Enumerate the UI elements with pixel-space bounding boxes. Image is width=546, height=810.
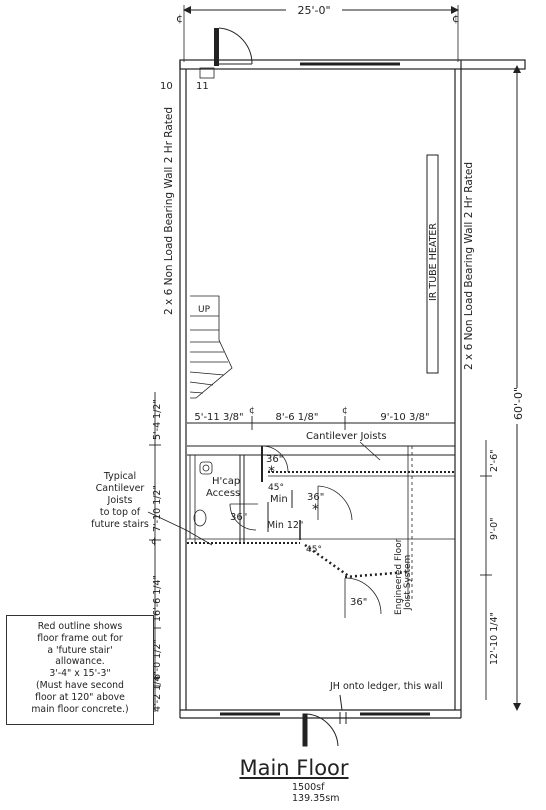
note-line: allowance.	[55, 656, 105, 668]
cantilever-label: Cantilever Joists	[306, 431, 387, 442]
cl-mark: ¢	[452, 12, 459, 25]
svg-text:8'-6 1/8": 8'-6 1/8"	[276, 412, 319, 423]
svg-text:Cantilever: Cantilever	[96, 483, 145, 494]
diagonal-partition	[304, 543, 409, 579]
min-label: Min	[270, 494, 288, 505]
door-size: 36"	[350, 597, 367, 608]
asterisk: *	[268, 464, 275, 480]
note-line: (Must have second	[36, 679, 124, 691]
hcap-room	[193, 445, 353, 540]
exterior-walls	[179, 59, 526, 719]
left-wall-label: 2 x 6 Non Load Bearing Wall 2 Hr Rated	[163, 107, 175, 315]
grid-mark-11: 11	[196, 81, 209, 92]
door-size: 36"	[266, 454, 283, 465]
right-wall-label: 2 x 6 Non Load Bearing Wall 2 Hr Rated	[463, 162, 475, 370]
left-dim: 6'-0 1/2"	[152, 639, 163, 680]
note-line: floor at 120" above	[35, 691, 125, 703]
top-dimension: 25'-0" ¢ ¢	[176, 3, 459, 62]
svg-text:IR TUBE HEATER: IR TUBE HEATER	[428, 223, 439, 301]
svg-text:to top of: to top of	[100, 507, 141, 518]
area-sf: 1500sf	[292, 782, 325, 793]
note-line: a 'future stair'	[47, 644, 113, 656]
note-line: main floor concrete.)	[31, 703, 129, 715]
asterisk: *	[312, 502, 319, 518]
typical-cantilever-callout: Typical Cantilever Joists to top of futu…	[91, 471, 213, 546]
overall-width-label: 25'-0"	[297, 4, 330, 17]
hcap-label: Access	[206, 488, 240, 499]
panel-box	[199, 67, 215, 79]
min-12-label: Min 12"	[267, 520, 303, 531]
svg-text:Joists: Joists	[107, 495, 133, 506]
right-dim: 9'-0"	[489, 518, 500, 541]
svg-text:¢: ¢	[151, 537, 157, 547]
entry-door-top	[214, 27, 253, 66]
engineered-floor-label: Engineered Floor	[394, 538, 404, 615]
drawing-title: Main Floor	[239, 756, 349, 780]
note-box: Red outline shows floor frame out for a …	[6, 615, 154, 725]
left-dim: 16'-6 1/4"	[152, 575, 163, 622]
svg-text:Typical: Typical	[103, 471, 136, 482]
note-line: Red outline shows	[37, 621, 123, 632]
left-dim: 5'-4 1/2"	[152, 399, 163, 440]
door-size: 36"	[307, 492, 324, 503]
engineered-floor-label: Joist System	[403, 555, 413, 611]
svg-text:future stairs: future stairs	[91, 519, 149, 530]
hcap-label: H'cap	[212, 476, 240, 487]
cantilever-joists	[187, 441, 455, 600]
right-dimensions	[480, 440, 492, 700]
horizontal-dimensions: 5'-11 3/8" 8'-6 1/8" 9'-10 3/8" ¢ ¢	[187, 406, 455, 430]
lower-door	[344, 577, 382, 618]
svg-text:9'-10 3/8": 9'-10 3/8"	[380, 412, 429, 423]
entry-door-bottom	[220, 694, 430, 747]
note-line: floor frame out for	[37, 632, 123, 644]
angle-45: 45°	[306, 545, 322, 555]
door-size: 36"	[230, 512, 247, 523]
area-label: 1500sf 139.35sm	[292, 782, 339, 804]
svg-text:¢: ¢	[249, 406, 255, 416]
ledger-label: JH onto ledger, this wall	[329, 681, 443, 692]
right-dim: 2'-6"	[489, 450, 500, 473]
area-sm: 139.35sm	[292, 793, 340, 804]
svg-text:5'-11 3/8": 5'-11 3/8"	[194, 412, 243, 423]
ir-tube-heater: IR TUBE HEATER	[426, 154, 439, 374]
right-dim: 12'-10 1/4"	[489, 612, 500, 665]
note-line: 3'-4" x 15'-3"	[49, 668, 111, 680]
svg-text:60'-0": 60'-0"	[512, 387, 525, 420]
svg-text:¢: ¢	[342, 406, 348, 416]
left-dim: 4'-2 1/4"	[152, 671, 163, 712]
grid-mark-10: 10	[160, 81, 173, 92]
stair-up-label: UP	[198, 305, 211, 315]
left-dim: 7'-10 1/2"	[152, 485, 163, 532]
cl-mark: ¢	[176, 12, 183, 25]
overall-depth-dimension: 60'-0"	[509, 65, 525, 711]
stair	[189, 295, 233, 399]
angle-45: 45°	[268, 483, 284, 493]
